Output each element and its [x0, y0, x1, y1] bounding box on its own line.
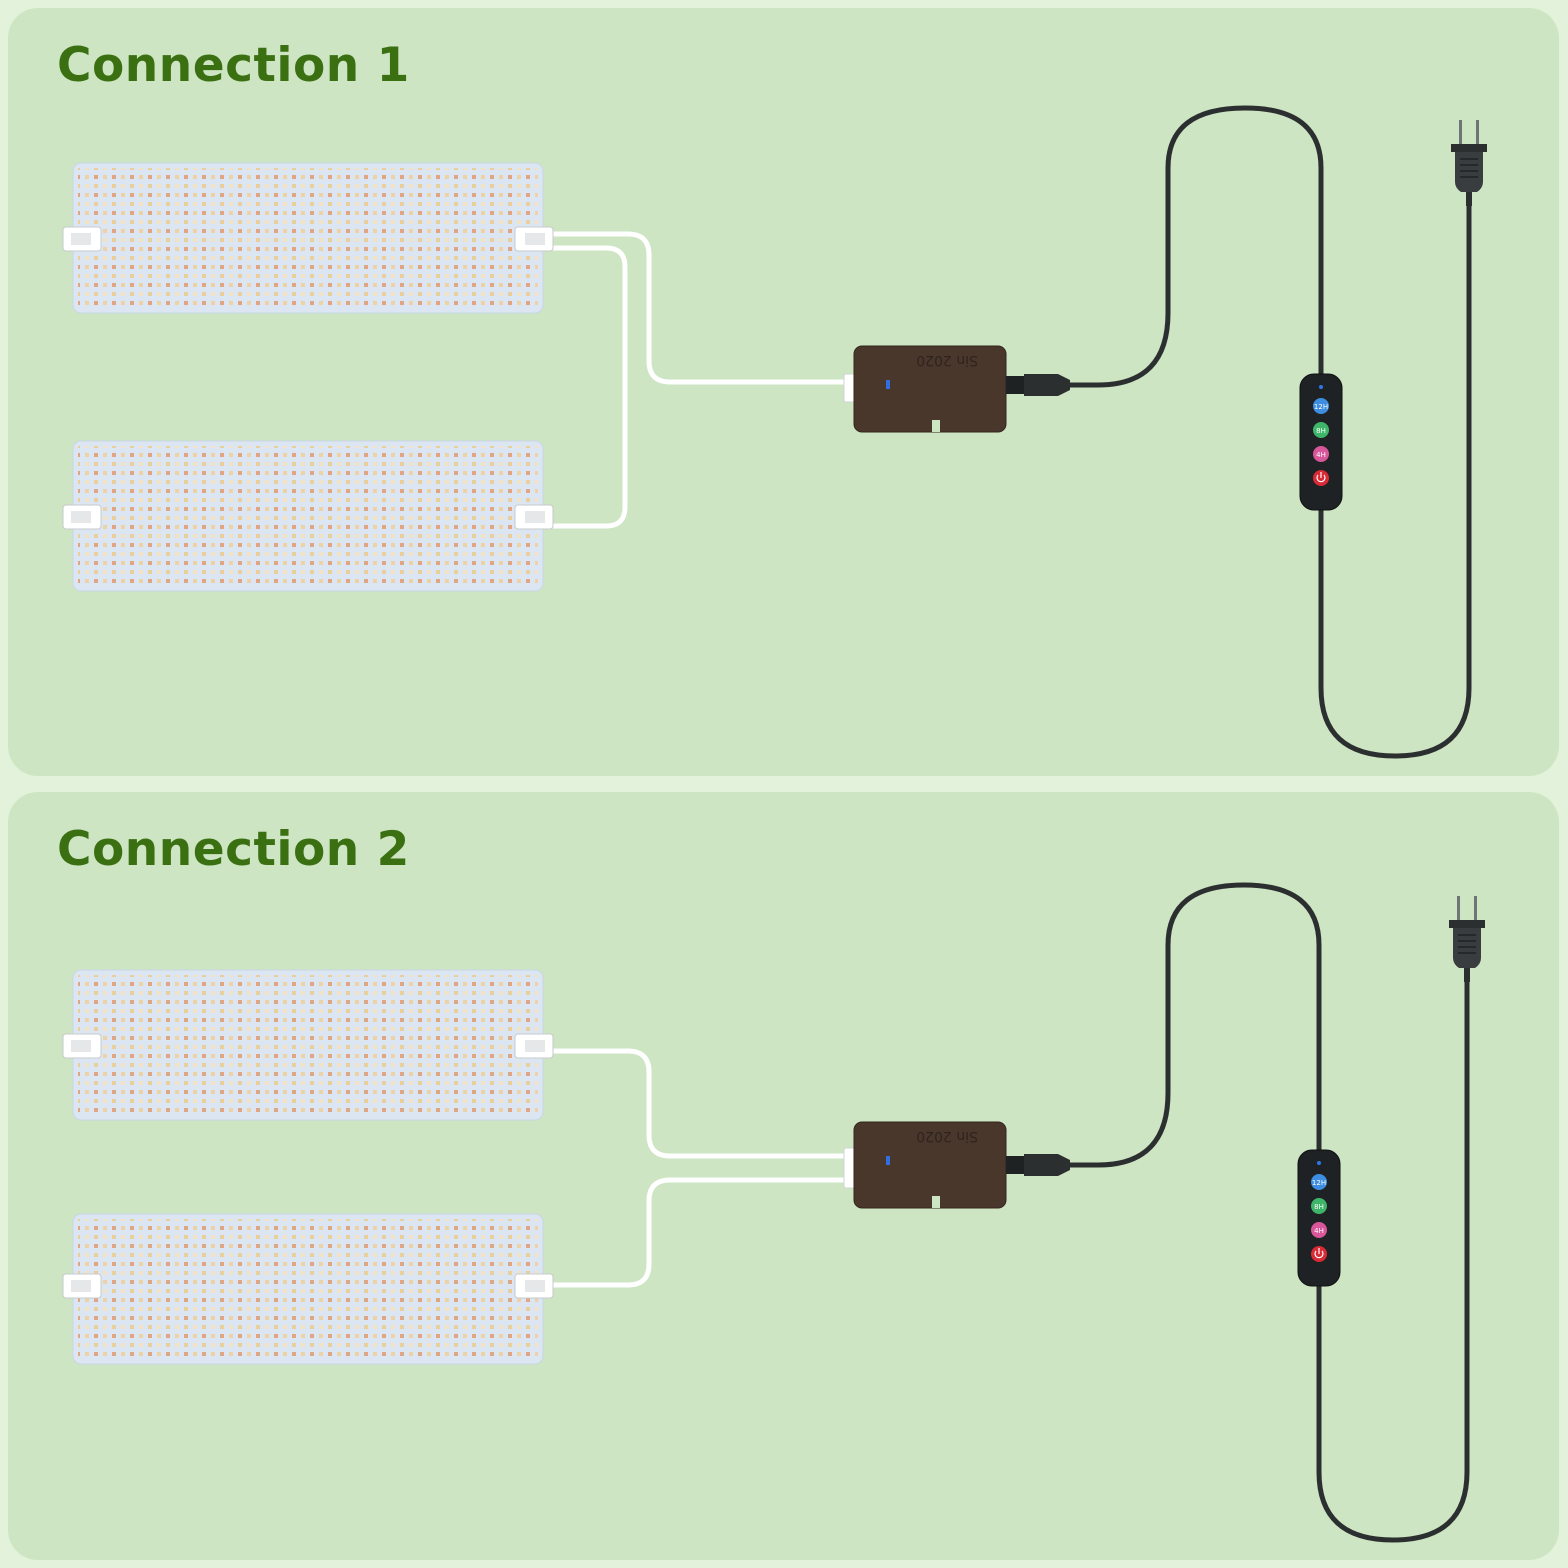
svg-text:12H: 12H	[1314, 403, 1328, 411]
led-board	[62, 162, 554, 314]
svg-text:8H: 8H	[1314, 1203, 1324, 1211]
dc-connector	[1006, 374, 1070, 396]
power-adapter: Sin 2020	[843, 1121, 1007, 1209]
svg-text:4H: 4H	[1314, 1227, 1324, 1235]
plug-icon	[1451, 120, 1487, 206]
board-connector	[514, 1033, 554, 1059]
power-icon	[1316, 472, 1326, 483]
white-cable	[543, 1048, 848, 1159]
timer-12h-button[interactable]: 12H	[1313, 398, 1329, 414]
board-connector	[514, 226, 554, 252]
connection-1-title: Connection 1	[57, 38, 410, 93]
black-cable	[1066, 882, 1322, 1168]
connection-1-panel: Connection 1	[8, 8, 1559, 776]
adapter-label: Sin 2020	[916, 352, 978, 368]
white-cable	[543, 245, 628, 529]
board-connector	[514, 504, 554, 530]
timer-4h-button[interactable]: 4H	[1313, 446, 1329, 462]
timer-controller: 12H 8H 4H	[1299, 373, 1343, 511]
led-board	[62, 440, 554, 592]
power-icon	[1314, 1248, 1324, 1259]
connection-2-panel: Connection 2	[8, 792, 1559, 1560]
svg-text:8H: 8H	[1316, 427, 1326, 435]
dc-connector	[1006, 1154, 1070, 1176]
power-button[interactable]	[1313, 470, 1329, 486]
svg-text:12H: 12H	[1312, 1179, 1326, 1187]
adapter-label: Sin 2020	[916, 1128, 978, 1144]
svg-text:4H: 4H	[1316, 451, 1326, 459]
board-connector	[514, 1273, 554, 1299]
connection-1-diagram: Sin 2020 12H 8H 4H	[62, 105, 1487, 759]
timer-4h-button[interactable]: 4H	[1311, 1222, 1327, 1238]
led-board	[62, 1213, 554, 1365]
black-cable	[1316, 982, 1470, 1543]
board-connector	[62, 226, 102, 252]
board-connector	[62, 504, 102, 530]
white-cable	[543, 1177, 848, 1288]
power-adapter: Sin 2020	[843, 345, 1007, 433]
timer-8h-button[interactable]: 8H	[1313, 422, 1329, 438]
timer-8h-button[interactable]: 8H	[1311, 1198, 1327, 1214]
board-connector	[62, 1033, 102, 1059]
power-button[interactable]	[1311, 1246, 1327, 1262]
black-cable	[1066, 105, 1324, 388]
board-connector	[62, 1273, 102, 1299]
connection-2-diagram: Sin 2020 12H 8H 4H	[62, 882, 1485, 1543]
timer-controller: 12H 8H 4H	[1297, 1149, 1341, 1287]
white-cable	[543, 231, 848, 385]
plug-icon	[1449, 896, 1485, 982]
led-board	[62, 969, 554, 1121]
black-cable	[1318, 204, 1472, 759]
connection-2-title: Connection 2	[57, 822, 410, 877]
timer-12h-button[interactable]: 12H	[1311, 1174, 1327, 1190]
